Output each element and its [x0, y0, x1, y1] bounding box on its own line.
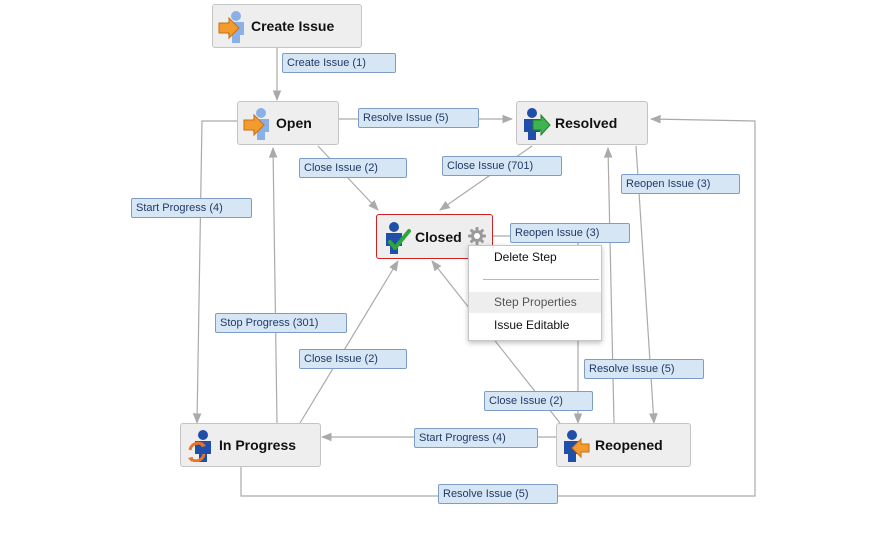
node-label: Open — [276, 115, 312, 131]
transition-start-progress-open[interactable]: Start Progress (4) — [131, 198, 252, 218]
node-label: Reopened — [595, 437, 663, 453]
user-check-icon — [386, 221, 411, 254]
node-in-progress[interactable]: In Progress — [180, 423, 321, 467]
transition-resolve-issue-open[interactable]: Resolve Issue (5) — [358, 108, 479, 128]
transition-start-progress-reopened[interactable]: Start Progress (4) — [414, 428, 538, 448]
menu-item-issue-editable[interactable]: Issue Editable — [494, 318, 570, 332]
transition-close-issue-open[interactable]: Close Issue (2) — [299, 158, 407, 178]
node-resolved[interactable]: Resolved — [516, 101, 648, 145]
menu-item-delete-step[interactable]: Delete Step — [494, 250, 557, 264]
edge-inprogress-to-open — [268, 146, 278, 424]
transition-close-issue-reopened[interactable]: Close Issue (2) — [484, 391, 593, 411]
menu-separator — [483, 279, 599, 280]
transition-reopen-issue-closed[interactable]: Reopen Issue (3) — [510, 223, 630, 243]
edge-reopened-to-resolved — [603, 146, 615, 424]
step-context-menu: Delete Step Step Properties Issue Editab… — [468, 245, 602, 341]
transition-resolve-issue-reopened[interactable]: Resolve Issue (5) — [584, 359, 704, 379]
transition-close-issue-resolved[interactable]: Close Issue (701) — [442, 156, 562, 176]
transition-close-issue-in-progress[interactable]: Close Issue (2) — [299, 349, 407, 369]
node-label: Closed — [415, 228, 462, 245]
transition-create-issue[interactable]: Create Issue (1) — [282, 53, 396, 73]
user-arrow-back-icon — [564, 430, 590, 462]
node-label: In Progress — [219, 437, 297, 453]
user-arrow-out-icon — [524, 108, 551, 140]
edge-open-to-inprogress — [192, 120, 238, 425]
gear-icon[interactable] — [467, 226, 487, 246]
node-label: Create Issue — [251, 18, 335, 34]
edge-inprogress-to-closed — [299, 260, 399, 424]
user-cycle-icon — [188, 430, 211, 462]
transition-reopen-issue-resolved[interactable]: Reopen Issue (3) — [621, 174, 740, 194]
node-open[interactable]: Open — [237, 101, 339, 145]
node-label: Resolved — [555, 115, 618, 131]
node-reopened[interactable]: Reopened — [556, 423, 691, 467]
menu-item-step-properties[interactable]: Step Properties — [469, 292, 601, 313]
node-closed[interactable]: Closed — [376, 214, 493, 259]
edge-inprogress-to-resolved — [240, 114, 756, 497]
user-arrow-in-icon — [218, 11, 244, 43]
user-arrow-in-icon — [243, 108, 269, 140]
transition-resolve-issue-in-progress[interactable]: Resolve Issue (5) — [438, 484, 558, 504]
transition-stop-progress[interactable]: Stop Progress (301) — [215, 313, 347, 333]
edge-open-to-closed — [317, 145, 379, 211]
node-create-issue[interactable]: Create Issue — [212, 4, 362, 48]
